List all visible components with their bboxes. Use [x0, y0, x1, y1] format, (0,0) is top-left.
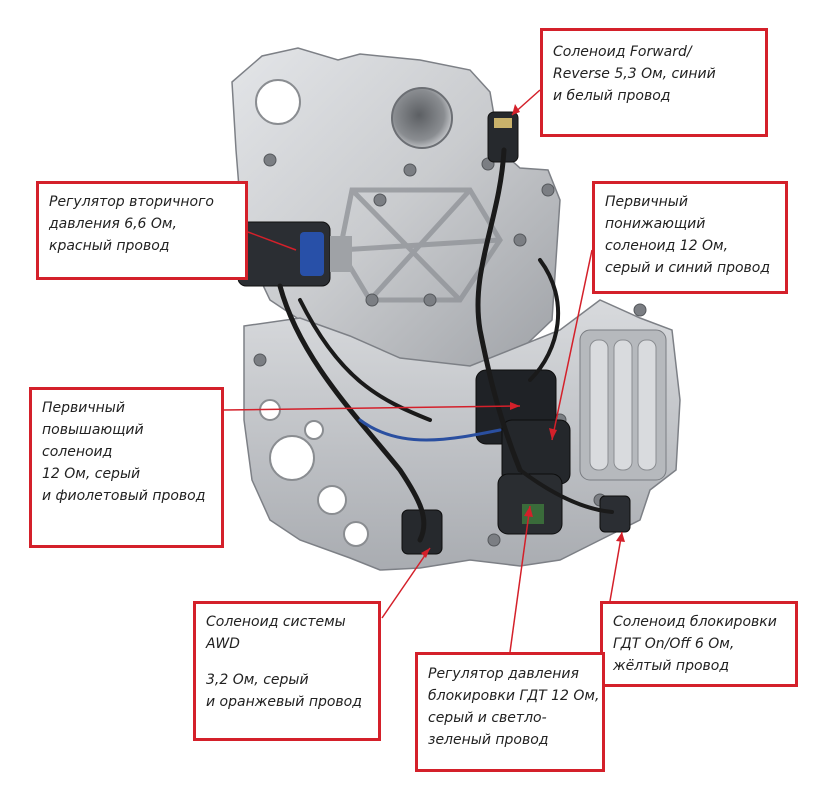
callout-line: Reverse 5,3 Ом, синий [553, 66, 716, 82]
callout-line: и белый провод [553, 88, 671, 104]
leader-awd [381, 547, 431, 619]
leader-arrowheads [421, 104, 625, 558]
callout-line: AWD [206, 636, 240, 652]
callout-line: соленоид 12 Ом, [605, 238, 729, 254]
callout-tcc-onoff-solenoid: Соленоид блокировки ГДТ On/Off 6 Ом, жёл… [600, 601, 798, 687]
callout-line: 3,2 Ом, серый [206, 672, 309, 688]
callout-line: и фиолетовый провод [42, 488, 206, 504]
leader-primary-up [223, 405, 521, 411]
wiring-harness [277, 147, 614, 543]
callout-line: давления 6,6 Ом, [49, 216, 177, 232]
callout-tcc-pressure-regulator: Регулятор давления блокировки ГДТ 12 Ом,… [415, 652, 605, 772]
leader-lines [223, 89, 623, 653]
callout-line: Первичный [605, 194, 688, 210]
leader-secondary-pressure [247, 231, 297, 251]
main-bore [391, 87, 453, 149]
port-holes [259, 399, 369, 547]
callout-secondary-pressure-regulator: Регулятор вторичного давления 6,6 Ом, кр… [36, 181, 248, 280]
callout-line: ГДТ On/Off 6 Ом, [613, 636, 735, 652]
callout-line: Соленоид системы [206, 614, 346, 630]
callout-line: 12 Ом, серый [42, 466, 141, 482]
callout-line: Первичный [42, 400, 125, 416]
callout-line: серый и светло- [428, 710, 547, 726]
callout-line: красный провод [49, 238, 170, 254]
callout-line: серый и синий провод [605, 260, 771, 276]
callout-forward-reverse-solenoid: Соленоид Forward/ Reverse 5,3 Ом, синий … [540, 28, 768, 137]
callout-awd-solenoid: Соленоид системы AWD 3,2 Ом, серый и ора… [193, 601, 381, 741]
callout-primary-up-solenoid: Первичный повышающий соленоид 12 Ом, сер… [29, 387, 224, 548]
callout-line: блокировки ГДТ 12 Ом, [428, 688, 600, 704]
leader-tcc-onoff [609, 531, 623, 602]
callout-line: жёлтый провод [613, 658, 730, 674]
secondary-pressure-solenoid [237, 221, 352, 287]
callout-line: соленоид [42, 444, 113, 460]
callout-line: Соленоид Forward/ [553, 44, 692, 60]
leader-primary-down [551, 249, 593, 441]
callout-line: Регулятор давления [428, 666, 579, 682]
callout-line: Регулятор вторичного [49, 194, 214, 210]
callout-line: понижающий [605, 216, 706, 232]
callout-line: и оранжевый провод [206, 694, 362, 710]
callout-line: повышающий [42, 422, 144, 438]
callout-line: зеленый провод [428, 732, 549, 748]
leader-tcc-pressure [509, 505, 531, 653]
valve-body-image [231, 47, 681, 571]
callout-spacer [206, 655, 368, 669]
spool-valves [579, 329, 667, 481]
callout-primary-down-solenoid: Первичный понижающий соленоид 12 Ом, сер… [592, 181, 788, 294]
callout-line: Соленоид блокировки [613, 614, 777, 630]
